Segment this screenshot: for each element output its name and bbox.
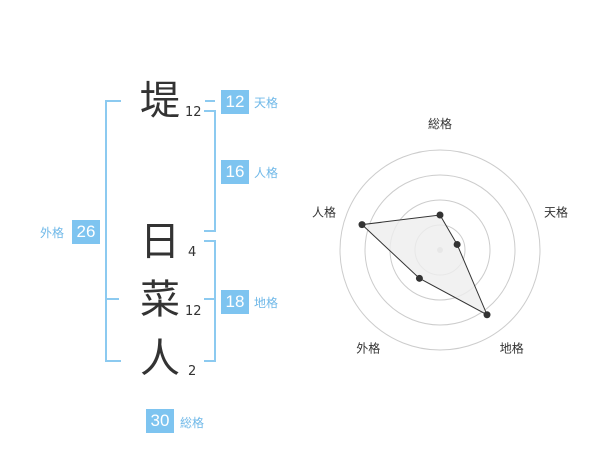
jinkaku-bracket bbox=[204, 110, 216, 232]
chikaku-bracket-notch bbox=[204, 298, 214, 300]
chikaku-label: 地格 bbox=[254, 296, 279, 310]
tenkaku-bracket bbox=[205, 100, 215, 102]
stroke-count-3: 12 bbox=[185, 304, 202, 319]
stroke-count-4: 2 bbox=[188, 364, 197, 379]
gaikaku-label: 外格 bbox=[40, 226, 65, 240]
radar-point-4 bbox=[415, 274, 423, 282]
name-char-4: 人 bbox=[140, 336, 180, 382]
radar-points bbox=[358, 211, 491, 319]
tenkaku-badge: 12 bbox=[221, 90, 249, 114]
radar-point-5 bbox=[358, 221, 366, 229]
radar-axis-label-5: 人格 bbox=[312, 204, 336, 219]
radar-axis-label-2: 天格 bbox=[544, 204, 568, 219]
radar-point-3 bbox=[483, 311, 491, 319]
name-char-3: 菜 bbox=[140, 277, 180, 323]
gaikaku-bracket-notch bbox=[105, 298, 119, 300]
jinkaku-badge: 16 bbox=[221, 160, 249, 184]
stroke-count-2: 4 bbox=[188, 245, 197, 260]
soukaku-badge: 30 bbox=[146, 409, 174, 433]
stroke-count-1: 12 bbox=[185, 105, 202, 120]
radar-axis-label-4: 外格 bbox=[356, 341, 380, 356]
chikaku-bracket bbox=[204, 240, 216, 362]
radar-shape bbox=[360, 214, 489, 316]
chikaku-badge: 18 bbox=[221, 290, 249, 314]
soukaku-label: 総格 bbox=[180, 416, 205, 430]
radar-axis-label-1: 総格 bbox=[428, 116, 452, 131]
radar-point-1 bbox=[436, 211, 444, 219]
gaikaku-bracket bbox=[105, 100, 121, 362]
tenkaku-label: 天格 bbox=[254, 96, 279, 110]
name-char-1: 堤 bbox=[140, 78, 180, 124]
gaikaku-badge: 26 bbox=[72, 220, 100, 244]
name-char-2: 日 bbox=[140, 219, 180, 265]
radar-axis-label-3: 地格 bbox=[500, 341, 524, 356]
jinkaku-label: 人格 bbox=[254, 166, 279, 180]
radar-point-2 bbox=[453, 240, 461, 248]
radar-grid-ring-3 bbox=[364, 174, 516, 326]
radar-grid-ring-4 bbox=[339, 149, 541, 351]
